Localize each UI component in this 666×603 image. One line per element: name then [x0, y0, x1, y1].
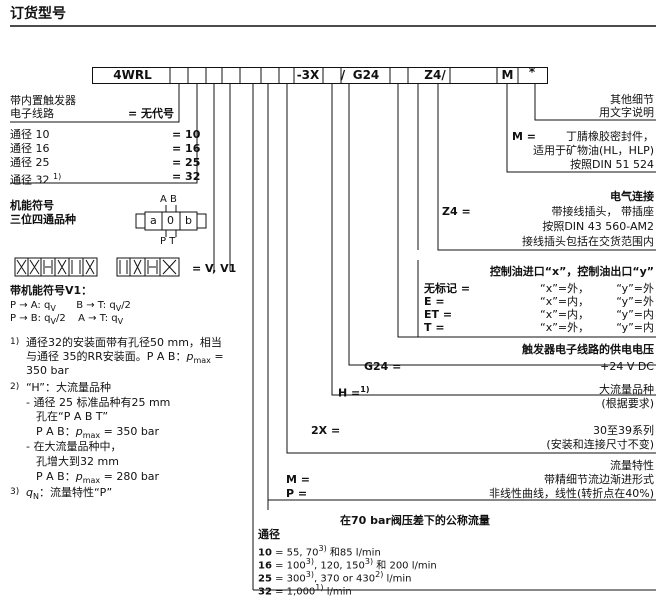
series-key: 2X = [311, 424, 341, 437]
series-line-2: (安装和连接尺寸不变) [546, 438, 654, 451]
note-3-text: qN：流量特性“P” [26, 486, 113, 502]
g24-key: G24 = [364, 360, 402, 373]
g24-value: +24 V DC [600, 360, 654, 373]
seal-line-3: 按照DIN 51 524 [570, 158, 654, 171]
ctrl-key-2: ET = [424, 308, 453, 321]
v1-row-1: P → A: qV B → T: qV/2 [10, 300, 131, 313]
integrated-label-2: 电子线路 [10, 107, 54, 120]
page-title: 订货型号 [10, 6, 66, 22]
flowtable-row-25: 25 = 3003), 370 or 4302) l/min [258, 570, 412, 585]
flow-m-text: 带精细节流边渐进形式 [544, 473, 654, 486]
code-slash: / [340, 68, 346, 82]
h-key: H =1) [338, 385, 370, 400]
other-details-2: 用文字说明 [599, 106, 654, 119]
note-2-line-g: P A B：pmax = 280 bar [36, 470, 160, 486]
z4-line-3: 接线插头包括在交货范围内 [522, 235, 654, 248]
note-1-mark: 1) [10, 337, 20, 347]
ctrl-y-2: “y”=内 [616, 308, 654, 321]
flow-p-text: 非线性曲线，线性(转折点在40%) [488, 487, 654, 500]
other-details-1: 其他细节 [610, 93, 654, 106]
integrated-label-1: 带内置触发器 [10, 94, 76, 107]
ctrl-y-1: “y”=外 [616, 295, 654, 308]
ctrl-title: 控制油进口“x”，控制油出口“y” [489, 265, 654, 278]
code-box-main [92, 67, 548, 84]
series-line-1: 30至39系列 [593, 424, 654, 437]
size-16-value: = 16 [172, 142, 201, 155]
note-1-line-c: 350 bar [26, 364, 69, 377]
flow-title: 流量特性 [610, 459, 654, 472]
ctrl-x-0: “x”=外， [540, 282, 590, 295]
size-32-value: = 32 [172, 170, 201, 183]
v1-row-2: P → B: qV/2 A → T: qV [10, 313, 124, 326]
size-25-value: = 25 [172, 156, 201, 169]
seal-line-2: 适用于矿物油(HL，HLP) [532, 144, 654, 157]
note-2-line-a: “H”：大流量品种 [26, 381, 111, 394]
flowtable-title: 在70 bar阀压差下的公称流量 [340, 514, 490, 527]
code-voltage: G24 [352, 68, 380, 82]
ctrl-key-1: E = [424, 295, 445, 308]
flow-p-key: P = [286, 487, 308, 500]
seal-line-1: 丁腈橡胶密封件， [566, 130, 654, 143]
code-4wrl: 4WRL [113, 68, 152, 82]
symbol-ab-label: A B [160, 194, 177, 205]
flowtable-row-32: 32 = 1,0001) l/min [258, 583, 352, 598]
v1-title: 带机能符号V1： [10, 284, 93, 297]
symbol-subtitle: 三位四通品种 [10, 213, 76, 226]
size-10-label: 通径 10 [10, 128, 50, 141]
z4-key: Z4 = [442, 205, 471, 218]
code-connection: Z4/ [424, 68, 446, 82]
symbol-pt-label: P T [160, 236, 176, 247]
note-2-mark: 2) [10, 382, 20, 392]
symbol-cell-a: a [150, 214, 157, 227]
note-3-mark: 3) [10, 487, 20, 497]
note-2-line-f: 孔增大到32 mm [36, 455, 119, 468]
note-2-line-e: - 在大流量品种中， [26, 440, 122, 453]
integrated-value: = 无代号 [128, 107, 175, 120]
note-2-line-d: P A B：pmax = 350 bar [36, 425, 160, 441]
v-v1-value: = V, V1 [192, 262, 237, 275]
h-line-1: 大流量品种 [599, 383, 654, 396]
note-2-line-b: - 通径 25 标准品种有25 mm [26, 396, 171, 409]
symbol-title: 机能符号 [10, 199, 54, 212]
z4-line-2: 按照DIN 43 560-AM2 [542, 220, 654, 233]
note-1-line-b: 与通径 35的RR安装面。P A B：pmax = [26, 350, 224, 366]
ctrl-y-0: “y”=外 [616, 282, 654, 295]
ctrl-y-3: “y”=内 [616, 321, 654, 334]
voltage-title: 触发器电子线路的供电电压 [522, 343, 654, 356]
flow-m-key: M = [286, 473, 310, 486]
flowtable-head: 通径 [258, 528, 280, 541]
flowtable-row-10: 10 = 55, 703) 和85 l/min [258, 544, 381, 559]
symbol-cell-b: b [185, 214, 192, 227]
z4-line-1: 带接线插头， 带插座 [551, 205, 655, 218]
note-1-line-a: 通径32的安装面带有孔径50 mm，相当 [26, 336, 222, 349]
ctrl-key-0: 无标记 = [424, 282, 471, 295]
seal-key: M = [512, 130, 536, 143]
flowtable-row-16: 16 = 1003), 120, 1503) 和 200 l/min [258, 557, 437, 572]
ctrl-x-3: “x”=外， [540, 321, 590, 334]
ctrl-x-2: “x”=内， [540, 308, 590, 321]
ctrl-key-3: T = [424, 321, 445, 334]
size-10-value: = 10 [172, 128, 201, 141]
size-16-label: 通径 16 [10, 142, 50, 155]
code-other: * [528, 65, 536, 79]
code-seal: M [501, 68, 514, 82]
size-32-label: 通径 32 1) [10, 172, 62, 187]
size-25-label: 通径 25 [10, 156, 50, 169]
h-line-2: (根据要求) [601, 397, 654, 410]
code-series: -3X [296, 68, 320, 82]
elec-title: 电气连接 [610, 190, 654, 203]
ctrl-x-1: “x”=内， [540, 295, 590, 308]
note-2-line-c: 孔在“P A B T” [36, 410, 109, 423]
symbol-cell-0: 0 [167, 214, 174, 227]
